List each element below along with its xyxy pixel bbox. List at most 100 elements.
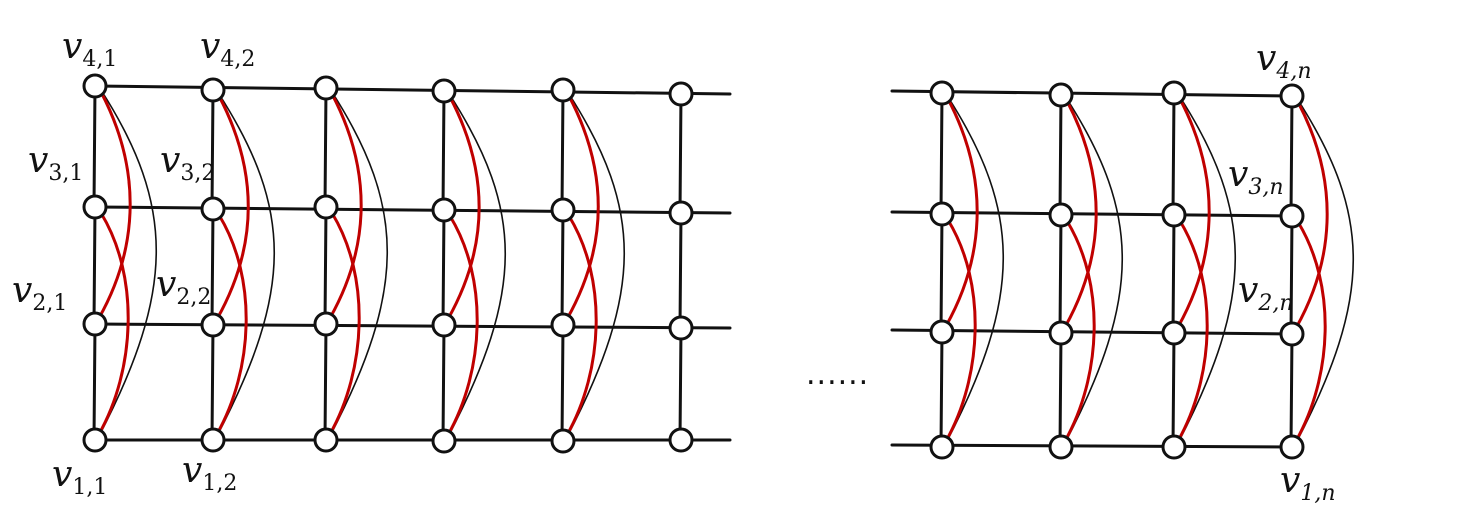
right-vedge-col2 [1058, 213, 1063, 335]
right-vertex-r4-c4 [1279, 83, 1305, 109]
left-vertex-r3-c5 [550, 197, 576, 223]
label-v32: v3,2 [160, 140, 215, 186]
right-thin-edge-v4-v1 [1177, 96, 1237, 444]
left-thin-edge-v4-v1 [98, 89, 158, 437]
left-vedge-col2 [210, 323, 215, 442]
left-red-edge-v3-v1 [446, 215, 479, 436]
left-vedge-col2 [210, 207, 215, 327]
left-vertex-r1-c3 [313, 427, 339, 453]
left-red-edge-v4-v2 [97, 91, 132, 319]
label-v11: v1,1 [52, 454, 107, 500]
left-vertex-r2-c1 [82, 311, 108, 337]
right-red-edge-v3-v1 [1294, 221, 1327, 442]
right-vertex-r3-c3 [1161, 202, 1187, 228]
right-vertex-r1-c3 [1161, 434, 1187, 460]
right-vertex-r3-c1 [929, 201, 955, 227]
right-vedge-col4 [1289, 332, 1294, 449]
right-vedge-col1 [939, 212, 944, 334]
left-thin-edge-v4-v1 [216, 93, 276, 437]
left-vedge-col6 [678, 92, 683, 215]
left-vedge-col5 [560, 208, 565, 327]
left-thin-edge-v4-v1 [566, 93, 626, 438]
right-vertex-r4-c2 [1048, 82, 1074, 108]
left-red-edge-v4-v2 [215, 95, 250, 320]
left-vertex-r1-c1 [82, 427, 108, 453]
label-v2n: v2,n [1238, 270, 1294, 316]
right-hedge-row4 [890, 89, 1294, 98]
left-red-edge-v4-v2 [565, 95, 600, 320]
left-vertex-r4-c5 [550, 77, 576, 103]
right-red-edge-v4-v2 [1294, 101, 1329, 329]
right-red-edge-v4-v2 [1063, 100, 1098, 328]
left-red-edge-v3-v1 [97, 212, 130, 435]
left-vedge-col1 [92, 84, 97, 209]
left-vedge-col4 [441, 208, 446, 327]
right-vedge-col3 [1171, 91, 1176, 217]
label-v42: v4,2 [200, 26, 255, 72]
right-red-edge-v3-v1 [1176, 220, 1209, 442]
left-vedge-col6 [678, 326, 683, 442]
right-vedge-col3 [1171, 331, 1176, 449]
label-v31: v3,1 [28, 140, 83, 186]
red-curved-edges [97, 91, 1329, 442]
left-vertex-r2-c4 [431, 312, 457, 338]
left-vertex-r4-c1 [82, 73, 108, 99]
left-vertex-r3-c4 [431, 197, 457, 223]
left-vedge-col2 [210, 88, 215, 211]
left-vertex-r4-c3 [313, 75, 339, 101]
left-vedge-col4 [441, 323, 446, 443]
left-vedge-col3 [323, 205, 328, 326]
left-red-edge-v3-v1 [565, 215, 598, 436]
right-vertex-r4-c3 [1161, 80, 1187, 106]
vertices [82, 73, 1305, 460]
left-vertex-r1-c6 [668, 427, 694, 453]
left-red-edge-v3-v1 [215, 214, 248, 435]
label-v3n: v3,n [1228, 154, 1284, 200]
right-vertex-r1-c2 [1048, 434, 1074, 460]
label-v1n: v1,n [1280, 460, 1336, 506]
label-v4n: v4,n [1256, 38, 1312, 84]
right-vertex-r2-c3 [1161, 320, 1187, 346]
right-vedge-col2 [1058, 93, 1063, 217]
left-hedge-row2 [93, 322, 732, 330]
left-vedge-col5 [560, 88, 565, 212]
right-vertex-r3-c4 [1279, 203, 1305, 229]
left-vertex-r2-c3 [313, 311, 339, 337]
right-thin-edge-v4-v1 [1295, 99, 1355, 444]
left-vertex-r4-c6 [668, 81, 694, 107]
right-red-edge-v4-v2 [1176, 98, 1211, 328]
label-v12: v1,2 [182, 450, 237, 496]
left-vertex-r4-c2 [200, 77, 226, 103]
ellipsis: ...... [806, 357, 869, 392]
left-thin-edge-v4-v1 [329, 91, 389, 437]
right-hedge-row1 [890, 443, 1294, 449]
left-vertex-r2-c6 [668, 315, 694, 341]
right-vedge-col1 [939, 330, 944, 449]
right-vedge-col4 [1289, 94, 1294, 218]
right-hedge-row2 [890, 328, 1294, 336]
left-vertex-r4-c4 [431, 78, 457, 104]
left-vedge-col5 [560, 323, 565, 443]
left-vedge-col1 [92, 205, 97, 326]
left-hedge-row3 [93, 205, 732, 215]
left-hedge-row4 [93, 84, 732, 96]
left-vertex-r2-c5 [550, 312, 576, 338]
left-thin-edge-v4-v1 [447, 94, 507, 438]
right-thin-edge-v4-v1 [1064, 98, 1124, 444]
label-v41: v4,1 [62, 26, 117, 72]
left-vertex-r1-c4 [431, 428, 457, 454]
left-vertex-r3-c1 [82, 194, 108, 220]
left-vertex-r1-c5 [550, 428, 576, 454]
right-vertex-r2-c1 [929, 319, 955, 345]
thin-curved-edges [98, 89, 1355, 444]
right-vertex-r4-c1 [929, 80, 955, 106]
left-vedge-col1 [92, 322, 97, 442]
right-red-edge-v4-v2 [944, 98, 979, 327]
right-vertex-r2-c4 [1279, 321, 1305, 347]
left-vedge-col4 [441, 89, 446, 212]
right-red-edge-v3-v1 [944, 219, 977, 442]
right-vertex-r2-c2 [1048, 320, 1074, 346]
vertical-edges [92, 84, 1294, 449]
left-vertex-r1-c2 [200, 427, 226, 453]
